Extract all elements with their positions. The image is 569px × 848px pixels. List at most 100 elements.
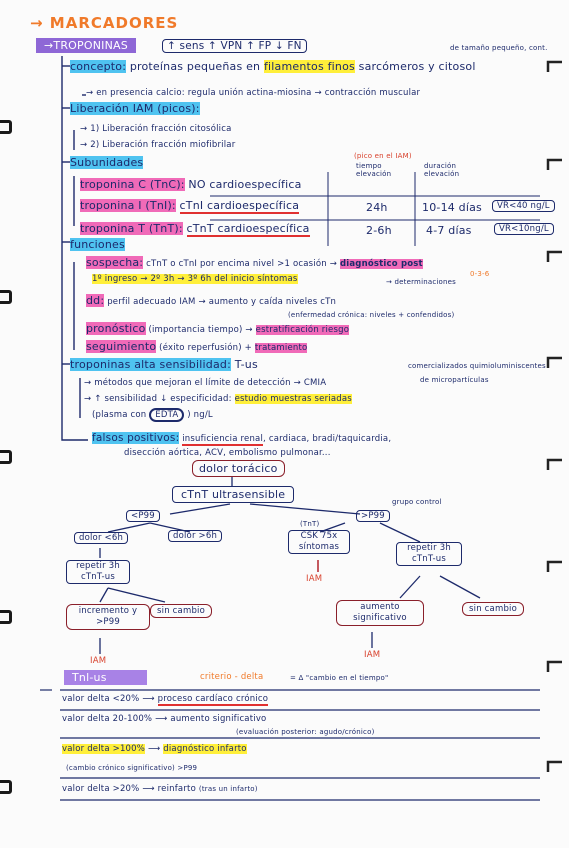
edta-ring: EDTA: [149, 408, 185, 422]
subunidades-label: Subunidades: [70, 156, 144, 169]
seguimiento-row: seguimiento (éxito reperfusión) + tratam…: [86, 340, 308, 353]
header-elev: tiempo elevación: [356, 162, 392, 178]
binder-ring: [0, 290, 12, 304]
flow-dolor: dolor torácico: [192, 460, 285, 477]
flow-ctnt: cTnT ultrasensible: [172, 486, 295, 503]
tabla-note: (tras un infarto): [198, 785, 258, 793]
tabla-row: valor delta >100% ⟶ diagnóstico infarto: [62, 744, 247, 754]
tabla-row: valor delta >20% ⟶ reinfarto (tras un in…: [62, 784, 258, 794]
tabla-row-note: (cambio crónico significativo) >P99: [66, 764, 198, 772]
seguimiento-label: seguimiento: [86, 340, 157, 353]
alta-sens-line2: → ↑ sensibilidad ↓ especificidad: estudi…: [84, 394, 352, 404]
liberacion-label: Liberación IAM (picos):: [70, 102, 200, 115]
tabla-left: valor delta <20%: [62, 694, 140, 704]
pronostico-hl: estratificación riesgo: [255, 325, 350, 335]
tabla-row-note: (evaluación posterior: agudo/crónico): [236, 728, 375, 736]
subunidad-label: troponina I (TnI):: [80, 199, 176, 212]
flow-csk: CSK 75x síntomas: [288, 530, 350, 554]
tabla-left: valor delta >100%: [62, 744, 146, 754]
subunidad-label: troponina C (TnC):: [80, 178, 185, 191]
flow-sin-cambio-l: sin cambio: [150, 604, 212, 618]
dd-text: perfil adecuado IAM → aumento y caída ni…: [107, 297, 337, 307]
alta-sens-note: comercializados quimioluminiscentes: [408, 362, 546, 370]
dd-note: (enfermedad crónica: niveles + confendid…: [288, 311, 455, 319]
flow-iam: IAM: [306, 574, 323, 584]
binder-ring: [0, 450, 12, 464]
diag-post: diagnóstico post: [339, 259, 423, 269]
concepto-label: concepto:: [70, 60, 127, 73]
note-top-right: de tamaño pequeño, cont.: [450, 44, 548, 52]
sospecha-label: sospecha:: [86, 256, 144, 269]
header-dur: duración elevación: [424, 162, 460, 178]
flow-incremento: incremento y >P99: [66, 604, 150, 630]
delta-def: = Δ "cambio en el tiempo": [290, 674, 389, 682]
pronostico-label: pronóstico: [86, 322, 146, 335]
binder-ring: [0, 120, 12, 134]
flow-repetir-l: repetir 3h cTnT-us: [66, 560, 130, 584]
flow-dolor-lt6: dolor <6h: [74, 532, 129, 544]
subunidad-desc: NO cardioespecífica: [188, 178, 302, 191]
tabla-left: valor delta >20%: [62, 784, 140, 794]
concepto-text1: proteínas pequeñas en: [129, 60, 261, 73]
dd-row: dd: perfil adecuado IAM → aumento y caíd…: [86, 294, 336, 307]
pronostico-text: (importancia tiempo) →: [148, 325, 253, 335]
alta-sens-row: troponinas alta sensibilidad: T-us: [70, 358, 258, 371]
tabla-right: aumento significativo: [170, 714, 267, 724]
flow-gt-p99: >P99: [356, 510, 390, 522]
alta-sens-line2a: → ↑ sensibilidad ↓ especificidad:: [84, 394, 232, 404]
subunidad-vr: VR<10ng/L: [494, 223, 554, 235]
liberacion-item2: → 2) Liberación fracción miofibrilar: [80, 140, 236, 150]
fp-text2: , cardiaca, bradi/taquicardia,: [263, 434, 392, 444]
criterio-delta: criterio - delta: [200, 672, 264, 682]
fp-text1: insuficiencia renal: [182, 434, 264, 446]
alta-sens-line3b: ) ng/L: [187, 410, 213, 420]
flow-iam: IAM: [364, 650, 381, 660]
alta-sens-line1-note: de micropartículas: [420, 376, 489, 384]
alta-sens-label: troponinas alta sensibilidad:: [70, 358, 231, 371]
flow-repetir-r: repetir 3h cTnT-us: [396, 542, 462, 566]
tabla-right: reinfarto: [157, 784, 196, 794]
flow-tnt-small: (TnT): [300, 520, 320, 528]
subunidad-row: troponina C (TnC): NO cardioespecífica: [80, 178, 302, 191]
subunidad-row: troponina T (TnT): cTnT cardioespecífica: [80, 222, 310, 237]
tabla-row: valor delta <20% ⟶ proceso cardíaco crón…: [62, 694, 269, 706]
alta-sens-suffix: T-us: [234, 358, 258, 371]
subunidad-vr: VR<40 ng/L: [492, 200, 555, 212]
timing-note: 0-3-6: [470, 270, 490, 278]
subunidad-label: troponina T (TnT):: [80, 222, 183, 235]
subunidad-desc: cTnT cardioespecífica: [186, 222, 310, 237]
flow-dolor-gt6: dolor >6h: [168, 530, 223, 542]
fp-label: falsos positivos:: [92, 432, 180, 444]
tabla-right: diagnóstico infarto: [163, 744, 247, 754]
header-pico: (pico en el IAM): [354, 152, 412, 160]
flow-aumento: aumento significativo: [336, 600, 424, 626]
subunidad-dur: 10-14 días: [422, 201, 482, 214]
sospecha-row: sospecha: cTnT o cTnI por encima nivel >…: [86, 256, 423, 269]
subunidad-desc: cTnI cardioespecífica: [179, 199, 300, 214]
tabla-right: proceso cardíaco crónico: [157, 694, 269, 706]
alta-sens-line3a: (plasma con: [92, 410, 147, 420]
flow-grupo: grupo control: [392, 498, 442, 506]
concepto-line2: → en presencia calcio: regula unión acti…: [86, 88, 421, 98]
alta-sens-line3: (plasma con EDTA ) ng/L: [92, 408, 213, 422]
tabla-label: Tnl-us: [64, 670, 147, 685]
flow-iam: IAM: [90, 656, 107, 666]
sospecha-text: cTnT o cTnI por encima nivel >1 ocasión …: [146, 259, 338, 269]
dd-label: dd:: [86, 294, 105, 307]
subunidad-row: troponina I (TnI): cTnI cardioespecífica: [80, 199, 300, 214]
flow-lt-p99: <P99: [126, 510, 160, 522]
ingreso-line: 1º ingreso → 2º 3h → 3º 6h del inicio sí…: [92, 274, 298, 284]
concepto-highlight: filamentos finos: [263, 60, 355, 73]
determinaciones-note: → determinaciones: [386, 278, 457, 286]
alta-sens-line1: → métodos que mejoran el límite de detec…: [84, 378, 327, 388]
subunidad-elev: 2-6h: [366, 224, 392, 237]
tabla-row: valor delta 20-100% ⟶ aumento significat…: [62, 714, 267, 724]
subunidad-dur: 4-7 días: [426, 224, 472, 237]
concepto-text2: sarcómeros y citosol: [358, 60, 476, 73]
subunidad-elev: 24h: [366, 201, 388, 214]
troponinas-label: →TROPONINAS: [36, 38, 136, 53]
flow-sin-cambio-r: sin cambio: [462, 602, 524, 616]
fp-row: falsos positivos: insuficiencia renal, c…: [92, 432, 392, 446]
seguimiento-text: (éxito reperfusión) +: [159, 343, 252, 353]
